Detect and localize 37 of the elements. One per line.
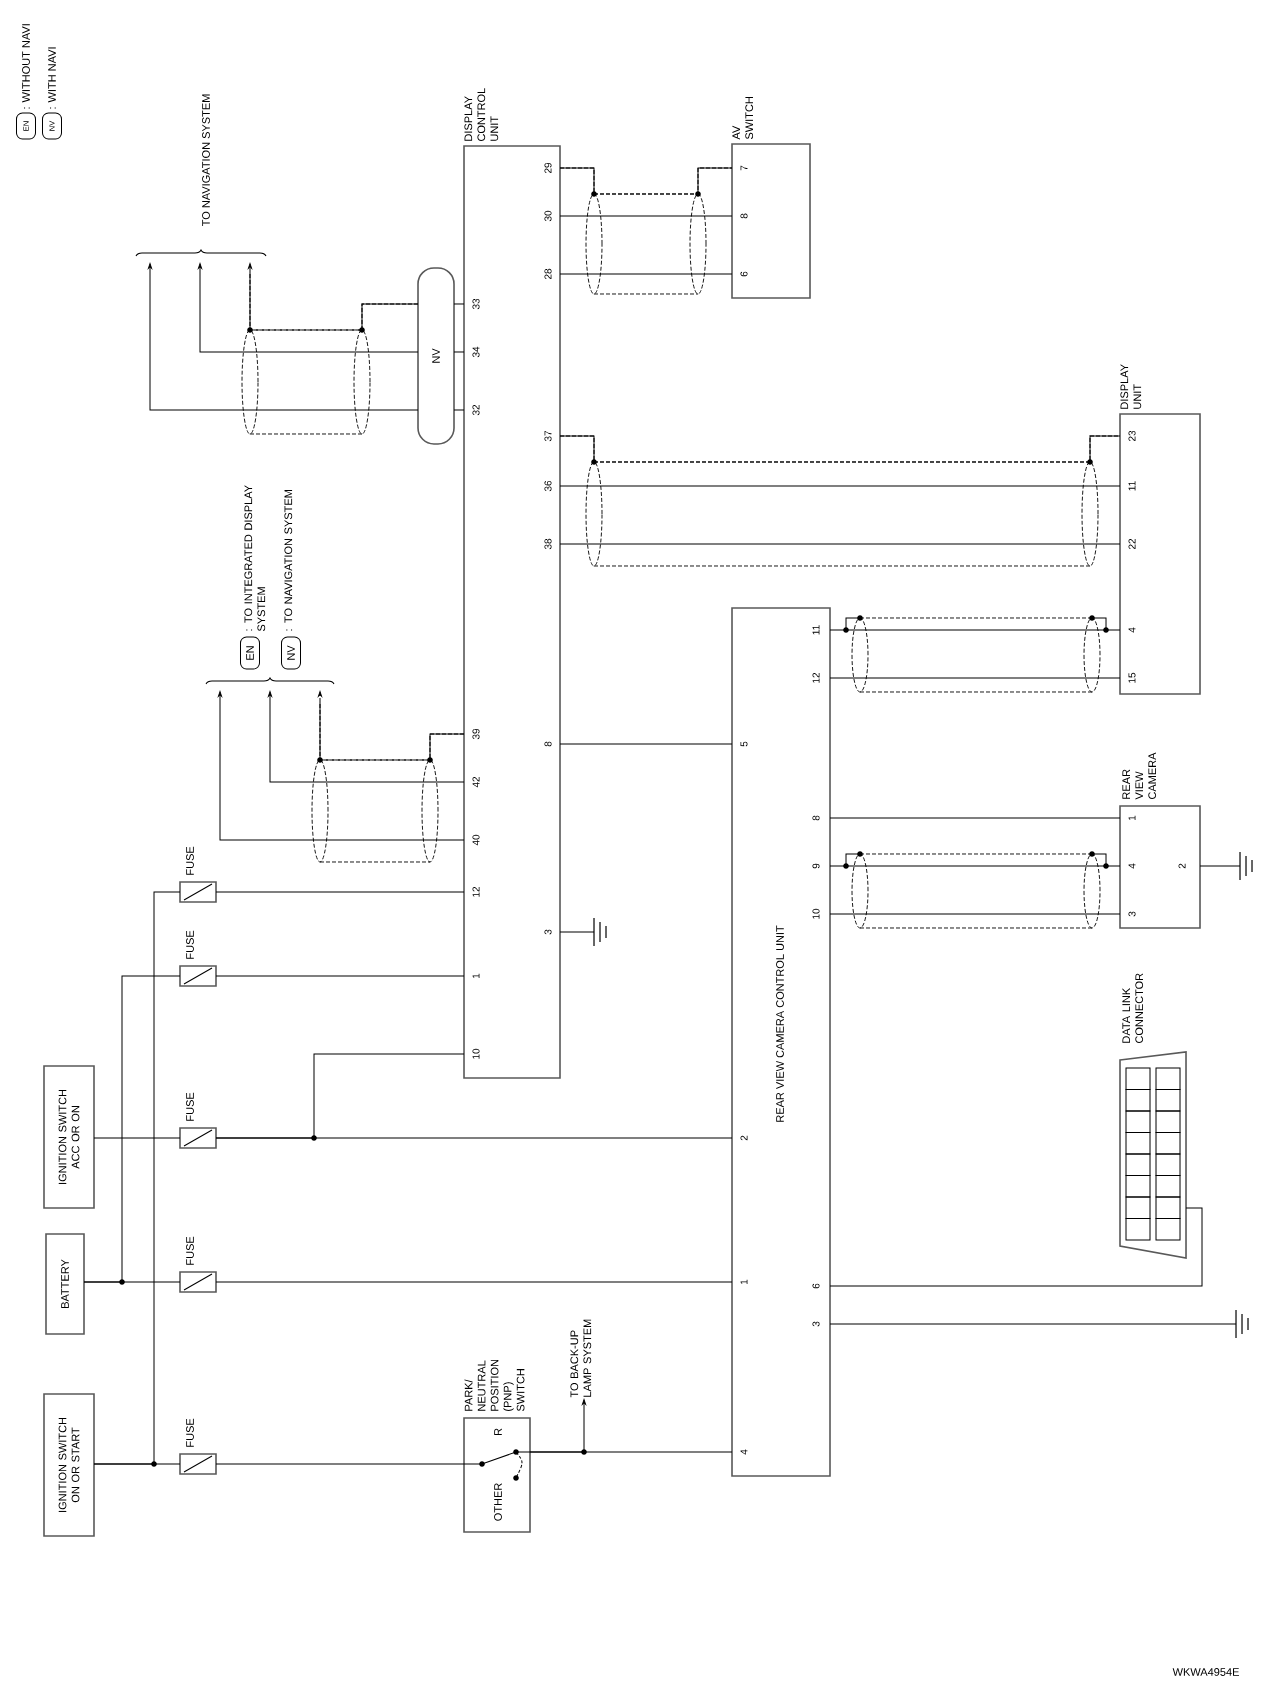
wire [829,1207,1203,1287]
wire [559,485,1121,487]
wire [453,303,465,305]
wire [829,1323,1237,1325]
ground-symbol [1235,1309,1249,1339]
wire [215,975,465,977]
wire [215,1281,733,1283]
wire [215,1463,465,1465]
wire [559,435,1121,463]
wire-arrow [268,691,465,783]
wire-arrow [318,691,465,761]
wire [1199,865,1241,867]
wire-arrow [198,263,419,353]
wire [93,1137,181,1139]
wire-arrow [148,263,419,411]
wire [829,865,1121,867]
wire [559,743,733,745]
wire [829,677,1121,679]
wire [559,215,733,217]
wire [559,543,1121,545]
ground-symbol [1239,851,1253,881]
wire [453,351,465,353]
wire [559,273,733,275]
wire [829,817,1121,819]
wire [215,1053,465,1139]
wire [559,167,733,195]
wire-arrow [248,263,419,331]
wire [83,975,181,1283]
wire [559,931,595,933]
ground-symbol [593,917,607,947]
wire-arrow [529,1399,586,1453]
wire [829,913,1121,915]
wire [93,891,181,1465]
wire-arrow [218,691,465,841]
wire [215,891,465,893]
wire [829,629,1121,631]
wire [453,409,465,411]
